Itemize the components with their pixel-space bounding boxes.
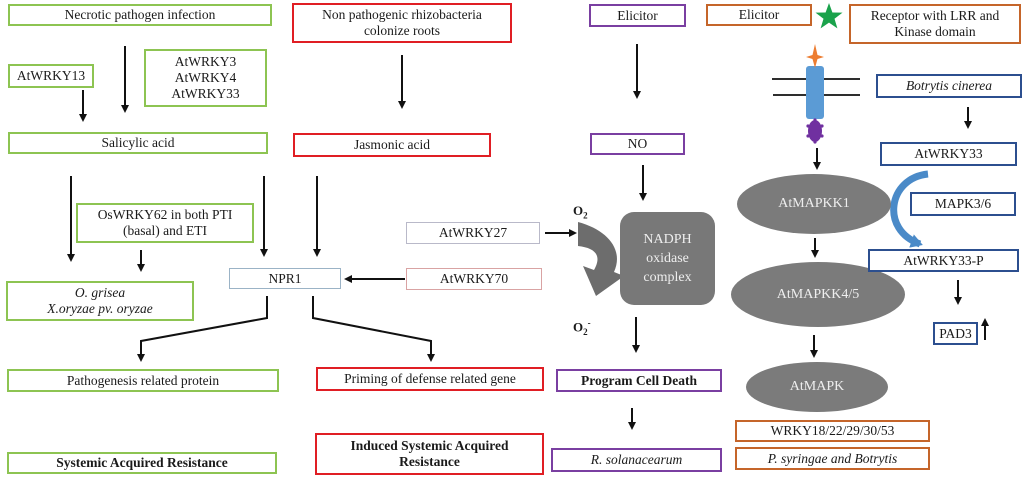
- atwrky-group-box: AtWRKY3 AtWRKY4 AtWRKY33: [144, 49, 267, 107]
- sar-box: Systemic Acquired Resistance: [7, 452, 277, 474]
- phosphorylation-curved-arrow: [890, 170, 929, 248]
- necrotic-pathogen-box: Necrotic pathogen infection: [8, 4, 272, 26]
- receptor-body: [806, 66, 824, 119]
- mapk36-box: MAPK3/6: [910, 192, 1016, 216]
- salicylic-acid-box: Salicylic acid: [8, 132, 268, 154]
- receptor-elicitor-box: Elicitor: [706, 4, 812, 26]
- atwrky33-box: AtWRKY33: [880, 142, 1017, 166]
- arrow-npr1-to-priming: [312, 296, 435, 362]
- isr-box: Induced Systemic Acquired Resistance: [315, 433, 544, 475]
- kinase-domain-icon: [806, 118, 824, 144]
- botrytis-cinerea-box: Botrytis cinerea: [876, 74, 1022, 98]
- pseudomonas-botrytis-box: P. syringae and Botrytis: [735, 447, 930, 470]
- atmapkk1-node: AtMAPKK1: [737, 174, 891, 234]
- elicitor-star-icon: [815, 3, 843, 29]
- rice-pathogens-box: O. grisea X.oryzae pv. oryzae: [6, 281, 194, 321]
- o2-label: O2: [573, 203, 588, 221]
- atwrky27-box: AtWRKY27: [406, 222, 540, 244]
- nadph-oxidase-complex: NADPH oxidase complex: [620, 212, 715, 305]
- pad3-box: PAD3: [933, 322, 978, 345]
- no-elicitor-box: Elicitor: [589, 4, 686, 27]
- atmapk-node: AtMAPK: [746, 362, 888, 412]
- pr-protein-box: Pathogenesis related protein: [7, 369, 279, 392]
- receptor-description-box: Receptor with LRR and Kinase domain: [849, 4, 1021, 44]
- ligand-icon: [806, 44, 824, 68]
- atwrky33p-box: AtWRKY33-P: [868, 249, 1019, 272]
- atwrky13-box: AtWRKY13: [8, 64, 94, 88]
- r-solanacearum-box: R. solanacearum: [551, 448, 722, 472]
- arrow-npr1-to-pr: [137, 296, 268, 362]
- jasmonic-acid-box: Jasmonic acid: [293, 133, 491, 157]
- superoxide-curved-arrow: [578, 222, 624, 296]
- npr1-box: NPR1: [229, 268, 341, 289]
- program-cell-death-box: Program Cell Death: [556, 369, 722, 392]
- nitric-oxide-box: NO: [590, 133, 685, 155]
- oswrky62-box: OsWRKY62 in both PTI (basal) and ETI: [76, 203, 254, 243]
- superoxide-label: O2-: [573, 318, 591, 337]
- priming-box: Priming of defense related gene: [316, 367, 544, 391]
- rhizobacteria-box: Non pathogenic rhizobacteria colonize ro…: [292, 3, 512, 43]
- atwrky70-box: AtWRKY70: [406, 268, 542, 290]
- atmapkk45-node: AtMAPKK4/5: [731, 262, 905, 327]
- wrky-group-box: WRKY18/22/29/30/53: [735, 420, 930, 442]
